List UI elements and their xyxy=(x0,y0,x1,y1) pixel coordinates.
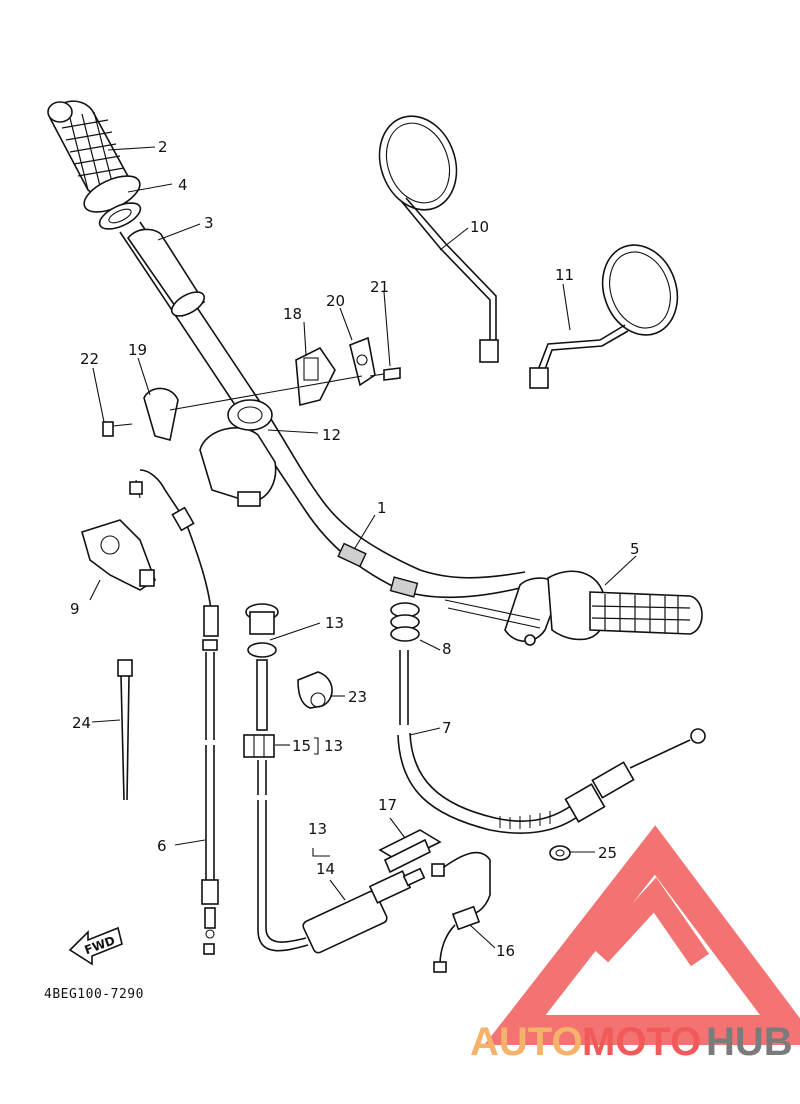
label-part-10: 10 xyxy=(470,218,489,236)
choke-cable xyxy=(257,760,309,952)
throttle-tube xyxy=(126,228,206,318)
bracket-15-13 xyxy=(314,737,319,755)
label-part-22: 22 xyxy=(80,350,99,368)
label-part-19: 19 xyxy=(128,341,147,359)
label-part-14: 14 xyxy=(316,860,335,878)
label-part-20: 20 xyxy=(326,292,345,310)
boot-8 xyxy=(390,602,420,642)
label-part-3: 3 xyxy=(204,214,214,232)
label-part-16: 16 xyxy=(496,942,515,960)
watermark-auto: AUTO xyxy=(470,1020,583,1064)
mirror-left xyxy=(378,115,499,363)
left-switch-housing xyxy=(199,399,277,507)
leader-19-20 xyxy=(169,375,363,411)
clutch-lever-holder xyxy=(81,519,156,591)
watermark-logo xyxy=(484,825,800,1045)
label-part-1: 1 xyxy=(377,499,387,517)
label-part-13-mid: 13 xyxy=(324,737,343,755)
throttle-cable xyxy=(129,469,219,955)
screw-22 xyxy=(102,421,133,437)
holder-19 xyxy=(143,387,179,441)
label-part-6: 6 xyxy=(157,837,167,855)
watermark-text: AUTO MOTO HUB xyxy=(470,1020,793,1064)
label-part-24: 24 xyxy=(72,714,91,732)
holder-18 xyxy=(295,346,336,407)
wire-16 xyxy=(431,851,491,973)
label-part-13-top: 13 xyxy=(325,614,344,632)
nut-15 xyxy=(243,734,275,758)
cable-holder-23 xyxy=(297,671,333,709)
cable-tie-24 xyxy=(117,659,133,801)
label-part-9: 9 xyxy=(70,600,80,618)
switch-17 xyxy=(378,829,442,874)
grip-spacer xyxy=(83,175,142,230)
part-labels: 2 4 3 10 11 21 20 18 19 22 12 1 5 9 13 8… xyxy=(44,138,640,1002)
label-part-21: 21 xyxy=(370,278,389,296)
label-part-12: 12 xyxy=(322,426,341,444)
label-part-25: 25 xyxy=(598,844,617,862)
label-part-18: 18 xyxy=(283,305,302,323)
label-part-11: 11 xyxy=(555,266,574,284)
label-part-13-low: 13 xyxy=(308,820,327,838)
diagram-code: 4BEG100-7290 xyxy=(44,987,144,1002)
choke-plunger-14 xyxy=(302,867,426,954)
label-part-7: 7 xyxy=(442,719,452,737)
right-switch-housing xyxy=(444,570,606,646)
label-part-17: 17 xyxy=(378,796,397,814)
choke-knob xyxy=(245,603,279,731)
label-part-8: 8 xyxy=(442,640,452,658)
screw-21 xyxy=(369,367,401,381)
mirror-right xyxy=(529,244,679,389)
watermark-triangle-icon xyxy=(484,825,800,1045)
watermark-hub: HUB xyxy=(706,1020,793,1064)
label-part-23: 23 xyxy=(348,688,367,706)
label-part-15: 15 xyxy=(292,737,311,755)
leader-lines xyxy=(89,146,637,949)
right-grip xyxy=(589,591,703,635)
clip-25 xyxy=(549,845,571,861)
clutch-cable xyxy=(397,650,706,834)
label-part-5: 5 xyxy=(630,540,640,558)
label-part-2: 2 xyxy=(158,138,168,156)
watermark-moto: MOTO xyxy=(582,1020,701,1064)
label-part-4: 4 xyxy=(178,176,188,194)
forward-arrow-icon: FWD xyxy=(68,926,123,966)
